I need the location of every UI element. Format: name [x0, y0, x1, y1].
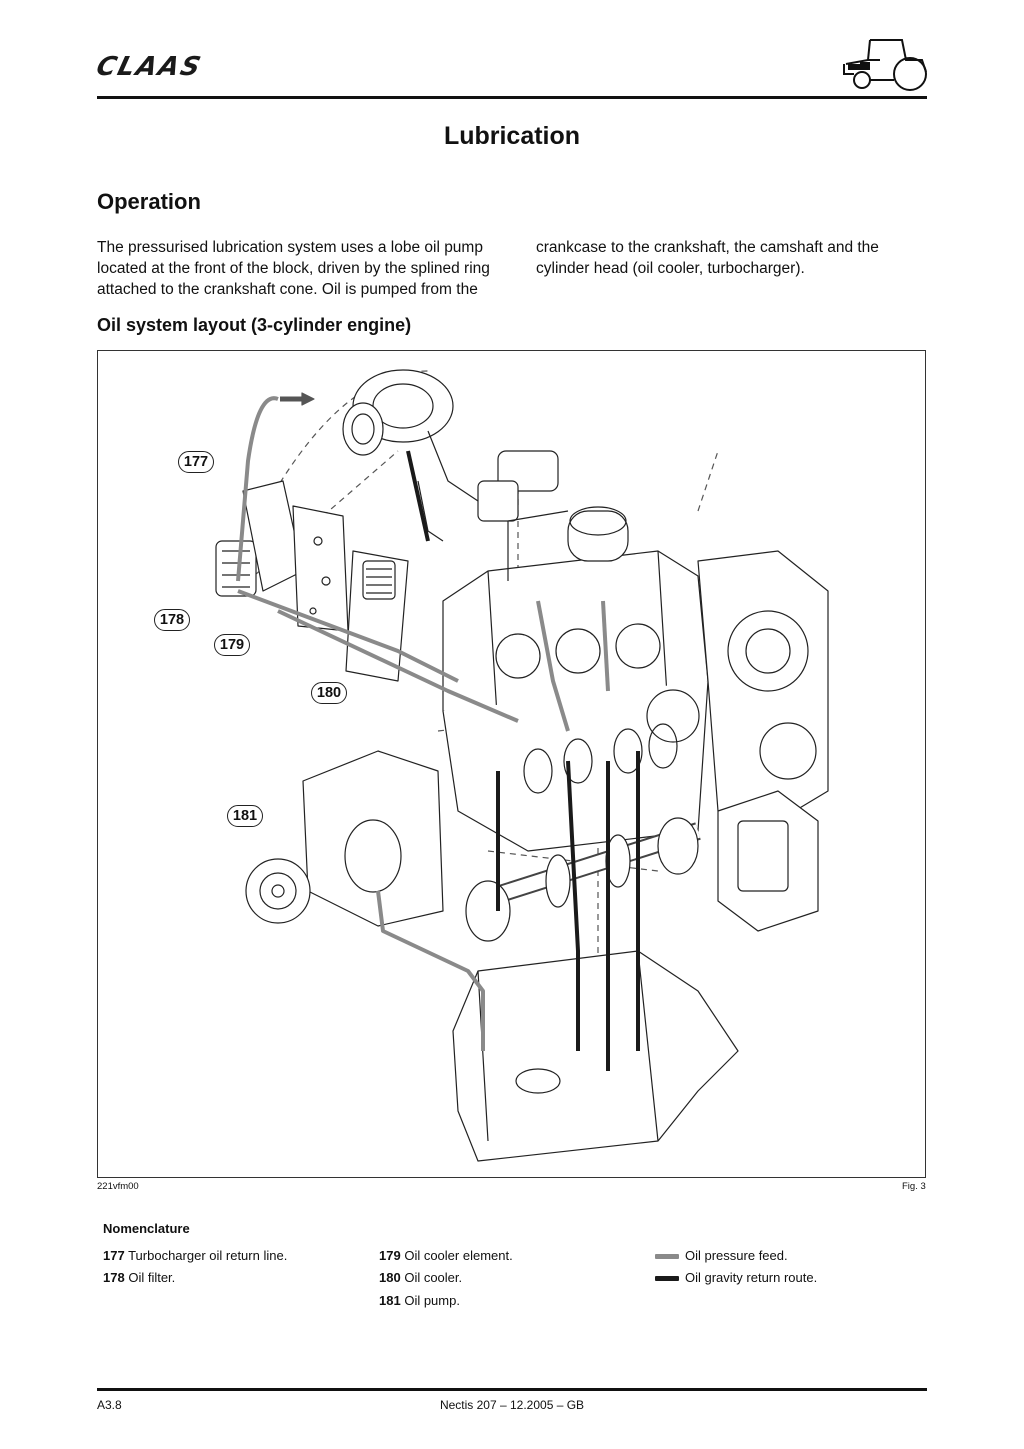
page-title: Lubrication — [443, 122, 581, 150]
legend-label: Oil gravity return route. — [685, 1270, 818, 1285]
figure-title: Oil system layout (3-cylinder engine) — [97, 315, 412, 335]
nomenclature-item: 177 Turbocharger oil return line. — [103, 1248, 287, 1263]
nomenclature-item: 178 Oil filter. — [103, 1270, 175, 1285]
oil-sump — [452, 950, 739, 1162]
item-text: Turbocharger oil return line. — [128, 1248, 288, 1263]
claas-logo: CLAAS — [93, 52, 206, 82]
intro-paragraph-right: crankcase to the crankshaft, the camshaf… — [536, 239, 879, 277]
nomenclature-item: 180 Oil cooler. — [379, 1270, 462, 1285]
callout-180: 180 — [311, 682, 347, 704]
crankshaft — [465, 817, 701, 942]
header-rule — [97, 96, 927, 99]
footer-document-reference: Nectis 207 – 12.2005 – GB — [439, 1398, 585, 1412]
item-number: 179 — [379, 1248, 401, 1263]
intro-paragraph-left: The pressurised lubrication system uses … — [97, 239, 490, 298]
injection-pump — [717, 790, 819, 932]
oil-pressure-feed-lines — [236, 396, 610, 1051]
legend-label: Oil pressure feed. — [685, 1248, 788, 1263]
turbocharger — [342, 369, 559, 542]
engine-exploded-illustration — [215, 369, 829, 1162]
item-number: 177 — [103, 1248, 125, 1263]
nomenclature-item: 179 Oil cooler element. — [379, 1248, 513, 1263]
oil-filter-assembly — [215, 480, 409, 682]
footer-page-number: A3.8 — [97, 1398, 122, 1412]
engine-oil-system-figure: 177 178 179 180 181 — [97, 350, 926, 1178]
item-number: 181 — [379, 1293, 401, 1308]
figure-image-reference: 221vfm00 — [97, 1181, 139, 1192]
engine-block — [442, 506, 709, 852]
nomenclature-title: Nomenclature — [103, 1221, 190, 1236]
legend-item-pressure-feed: Oil pressure feed. — [655, 1248, 788, 1263]
callout-181: 181 — [227, 805, 263, 827]
legend-item-gravity-return: Oil gravity return route. — [655, 1270, 817, 1285]
item-text: Oil pump. — [404, 1293, 460, 1308]
callout-178: 178 — [154, 609, 190, 631]
nomenclature-item: 181 Oil pump. — [379, 1293, 460, 1308]
item-number: 178 — [103, 1270, 125, 1285]
legend-swatch — [655, 1254, 679, 1260]
section-title: Operation — [97, 189, 201, 214]
callout-179: 179 — [214, 634, 250, 656]
item-text: Oil cooler element. — [404, 1248, 513, 1263]
oil-gravity-return-lines — [406, 450, 640, 1071]
item-text: Oil filter. — [128, 1270, 176, 1285]
callout-177: 177 — [178, 451, 214, 473]
oil-pump — [245, 750, 444, 927]
legend-swatch — [655, 1276, 679, 1282]
timing-cover — [646, 550, 829, 822]
item-text: Oil cooler. — [404, 1270, 463, 1285]
item-number: 180 — [379, 1270, 401, 1285]
figure-number: Fig. 3 — [902, 1181, 926, 1192]
footer-rule — [97, 1388, 927, 1391]
tractor-icon — [843, 39, 927, 91]
